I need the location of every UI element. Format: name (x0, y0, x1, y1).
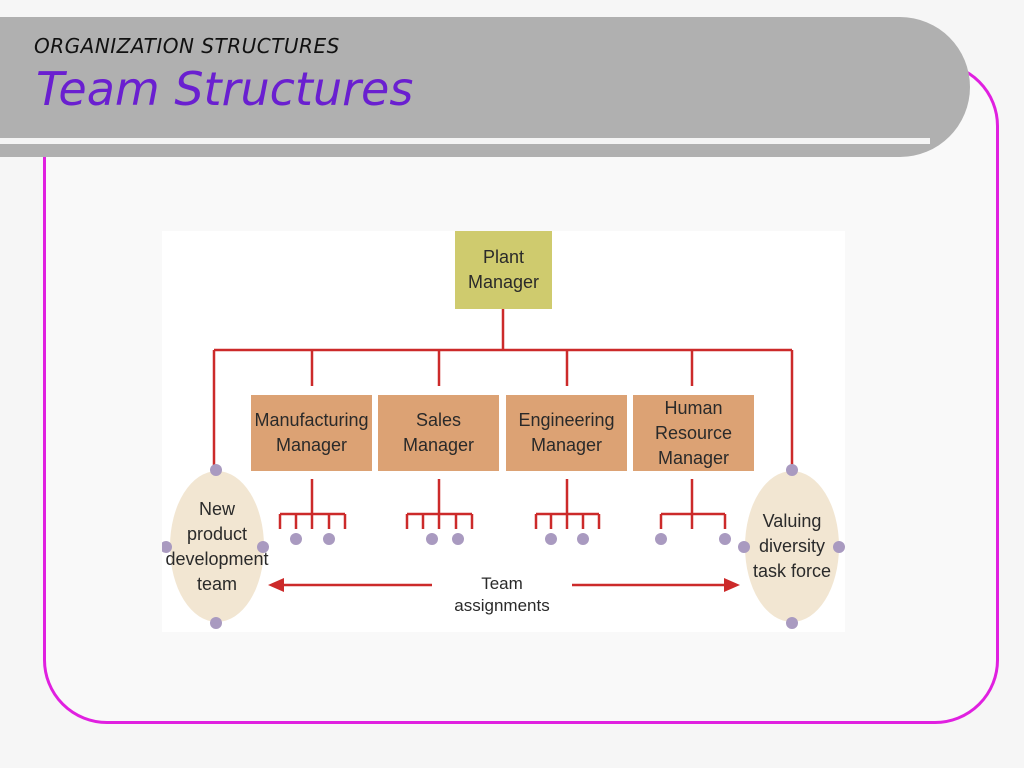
human-resource-manager-box: Human Resource Manager (633, 395, 754, 471)
manufacturing-manager-box: Manufacturing Manager (251, 395, 372, 471)
valuing-diversity-task-force: Valuing diversity task force (745, 471, 839, 622)
title-band (0, 17, 970, 157)
org-chart: Plant Manager Manufacturing Manager Sale… (162, 231, 845, 632)
slide-subtitle: ORGANIZATION STRUCTURES (34, 34, 340, 58)
plant-manager-box: Plant Manager (455, 231, 552, 309)
team-assignments-label: Team assignments (432, 573, 572, 617)
connector-lines (212, 309, 794, 592)
new-product-development-team: New product development team (165, 471, 269, 622)
title-divider (0, 138, 930, 144)
sales-manager-box: Sales Manager (378, 395, 499, 471)
slide-title: Team Structures (36, 62, 414, 116)
engineering-manager-box: Engineering Manager (506, 395, 627, 471)
